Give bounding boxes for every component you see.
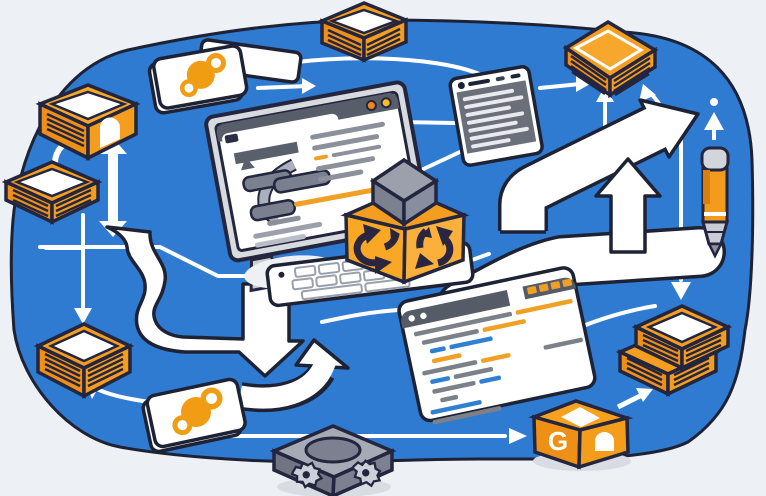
svg-text:G: G	[548, 426, 568, 456]
